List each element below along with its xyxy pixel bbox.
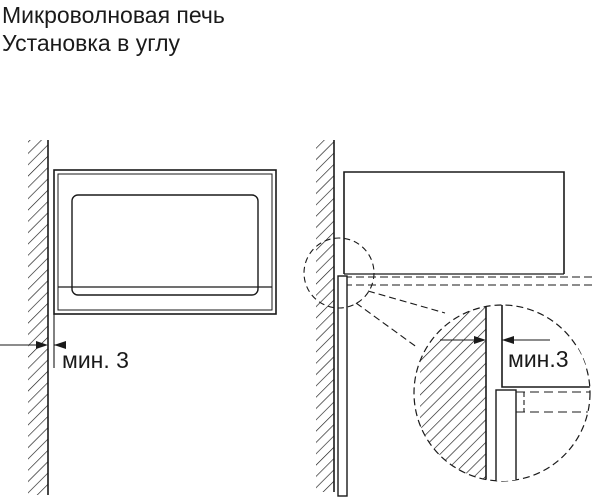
- page-title: Микроволновая печь Установка в углу: [2, 1, 225, 57]
- right-side-view: [303, 140, 592, 497]
- detail-dimension-arrow-left: [502, 336, 514, 344]
- left-dimension-label: мин. 3: [62, 347, 129, 373]
- detail-wall-hatching: [420, 305, 486, 481]
- left-dimension-arrow-left: [54, 341, 66, 349]
- left-wall-hatching: [28, 140, 48, 495]
- detail-dimension-arrow-right: [474, 336, 486, 344]
- detail-dimension-label: мин.3: [508, 346, 569, 372]
- detail-marker-circle: [303, 237, 375, 309]
- detail-leader-lower: [355, 302, 419, 349]
- microwave-door-window: [71, 194, 259, 296]
- detail-magnified-view: мин.3: [413, 304, 591, 482]
- right-wall-hatching: [316, 140, 334, 492]
- title-line-product: Микроволновая печь: [2, 2, 225, 28]
- left-dimension-arrow-right: [36, 341, 48, 349]
- left-front-view: мин. 3: [0, 140, 277, 495]
- microwave-front-inner-frame: [57, 173, 273, 311]
- detail-side-panel: [495, 389, 517, 481]
- microwave-front-frame: [53, 169, 277, 315]
- title-line-installation: Установка в углу: [2, 30, 181, 56]
- side-panel: [337, 275, 348, 497]
- microwave-side-body: [343, 171, 565, 274]
- detail-label-background: [506, 346, 586, 370]
- detail-microwave-corner: [501, 305, 590, 388]
- detail-leader-upper: [367, 290, 446, 314]
